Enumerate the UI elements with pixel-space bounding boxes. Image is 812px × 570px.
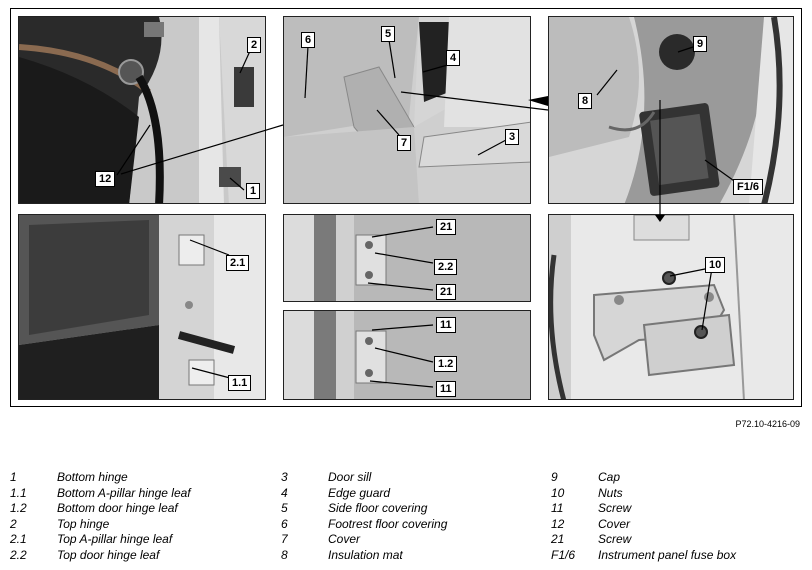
- callout-2-2: 2.2: [434, 259, 458, 275]
- callout-6: 6: [301, 32, 316, 48]
- callout-4: 4: [446, 50, 461, 66]
- callout-2: 2: [247, 37, 262, 53]
- legend-description: Top door hinge leaf: [57, 547, 160, 562]
- legend-number: 2.1: [10, 532, 27, 547]
- callout-12: 12: [95, 171, 116, 187]
- photo-bottom-hinge-panel: [18, 214, 266, 400]
- callout-21-top: 21: [436, 219, 457, 235]
- photo-fusebox-panel: [548, 16, 794, 204]
- callout-2-1: 2.1: [226, 255, 250, 271]
- callout-9: 9: [693, 36, 708, 52]
- legend-description: Bottom door hinge leaf: [57, 501, 178, 516]
- callout-f1-6: F1/6: [733, 179, 764, 195]
- legend-description: Instrument panel fuse box: [598, 547, 737, 562]
- legend-number: 8: [281, 547, 288, 562]
- callout-1-2: 1.2: [434, 356, 458, 372]
- callout-7: 7: [397, 135, 412, 151]
- legend-description: Screw: [598, 532, 632, 547]
- legend-description: Nuts: [598, 485, 623, 500]
- legend-number: 7: [281, 532, 288, 547]
- legend-description: Bottom A-pillar hinge leaf: [57, 485, 191, 500]
- callout-10: 10: [705, 257, 726, 273]
- legend-number: 1.1: [10, 485, 27, 500]
- legend-description: Cover: [328, 532, 361, 547]
- legend-number: 3: [281, 470, 288, 484]
- legend-row: 5 Side floor covering: [281, 501, 521, 517]
- legend-row: 1 Bottom hinge: [10, 470, 250, 486]
- legend-row: 4 Edge guard: [281, 486, 521, 502]
- legend-number: F1/6: [551, 547, 576, 562]
- legend-description: Top hinge: [57, 516, 110, 531]
- legend-number: 1: [10, 470, 17, 484]
- photo-nuts-panel: [548, 214, 794, 400]
- legend-number: 12: [551, 516, 565, 531]
- legend-number: 5: [281, 501, 288, 516]
- legend-row: 21 Screw: [551, 532, 801, 548]
- legend-row: F1/6 Instrument panel fuse box: [551, 548, 801, 564]
- legend-number: 2: [10, 516, 17, 531]
- callout-5: 5: [381, 26, 396, 42]
- callout-11-top: 11: [436, 317, 456, 333]
- legend-number: 6: [281, 516, 288, 531]
- floor-photo: [284, 17, 530, 203]
- legend-column-1: 1 Bottom hinge 1.1 Bottom A-pillar hinge l…: [10, 470, 250, 564]
- nuts-photo: [549, 215, 793, 399]
- legend-description: Bottom hinge: [57, 470, 128, 484]
- legend-row: 2.1 Top A-pillar hinge leaf: [10, 532, 250, 548]
- legend-description: Edge guard: [328, 485, 391, 500]
- legend-number: 10: [551, 485, 565, 500]
- legend-row: 1.1 Bottom A-pillar hinge leaf: [10, 486, 250, 502]
- bottom-door-hinge-photo: [284, 311, 530, 399]
- legend-description: Insulation mat: [328, 547, 403, 562]
- callout-11-bottom: 11: [436, 381, 456, 397]
- legend-row: 10 Nuts: [551, 486, 801, 502]
- legend-description: Top A-pillar hinge leaf: [57, 532, 173, 547]
- photo-top-door-hinge-panel: [283, 214, 531, 302]
- legend-description: Screw: [598, 501, 632, 516]
- legend-row: 3 Door sill: [281, 470, 521, 486]
- legend-description: Door sill: [328, 470, 372, 484]
- callout-8: 8: [578, 93, 593, 109]
- legend-row: 12 Cover: [551, 517, 801, 533]
- dashboard-photo: [19, 17, 265, 203]
- fusebox-photo: [549, 17, 793, 203]
- figure-id: P72.10-4216-09: [735, 419, 800, 429]
- photo-dashboard-panel: [18, 16, 266, 204]
- legend-row: 6 Footrest floor covering: [281, 517, 521, 533]
- callout-3: 3: [505, 129, 520, 145]
- legend-row: 8 Insulation mat: [281, 548, 521, 564]
- legend-row: 1.2 Bottom door hinge leaf: [10, 501, 250, 517]
- photo-bottom-door-hinge-panel: [283, 310, 531, 400]
- legend-number: 1.2: [10, 501, 27, 516]
- legend-number: 9: [551, 470, 558, 484]
- bottom-hinge-photo: [19, 215, 265, 399]
- legend-row: 9 Cap: [551, 470, 801, 486]
- legend-description: Side floor covering: [328, 501, 428, 516]
- legend-number: 2.2: [10, 547, 27, 562]
- legend-column-2: 3 Door sill 4 Edge guard 5 Side floor cover…: [281, 470, 521, 564]
- legend-number: 11: [551, 501, 564, 516]
- photo-floor-panel: [283, 16, 531, 204]
- callout-1: 1: [246, 183, 261, 199]
- legend-description: Cap: [598, 470, 621, 484]
- legend-row: 7 Cover: [281, 532, 521, 548]
- callout-1-1: 1.1: [228, 375, 252, 391]
- top-door-hinge-photo: [284, 215, 530, 301]
- callout-21-bottom: 21: [436, 284, 457, 300]
- legend-number: 21: [551, 532, 565, 547]
- legend-description: Footrest floor covering: [328, 516, 448, 531]
- legend-row: 2 Top hinge: [10, 517, 250, 533]
- legend-row: 11 Screw: [551, 501, 801, 517]
- legend-number: 4: [281, 485, 288, 500]
- legend-row: 2.2 Top door hinge leaf: [10, 548, 250, 564]
- legend-description: Cover: [598, 516, 631, 531]
